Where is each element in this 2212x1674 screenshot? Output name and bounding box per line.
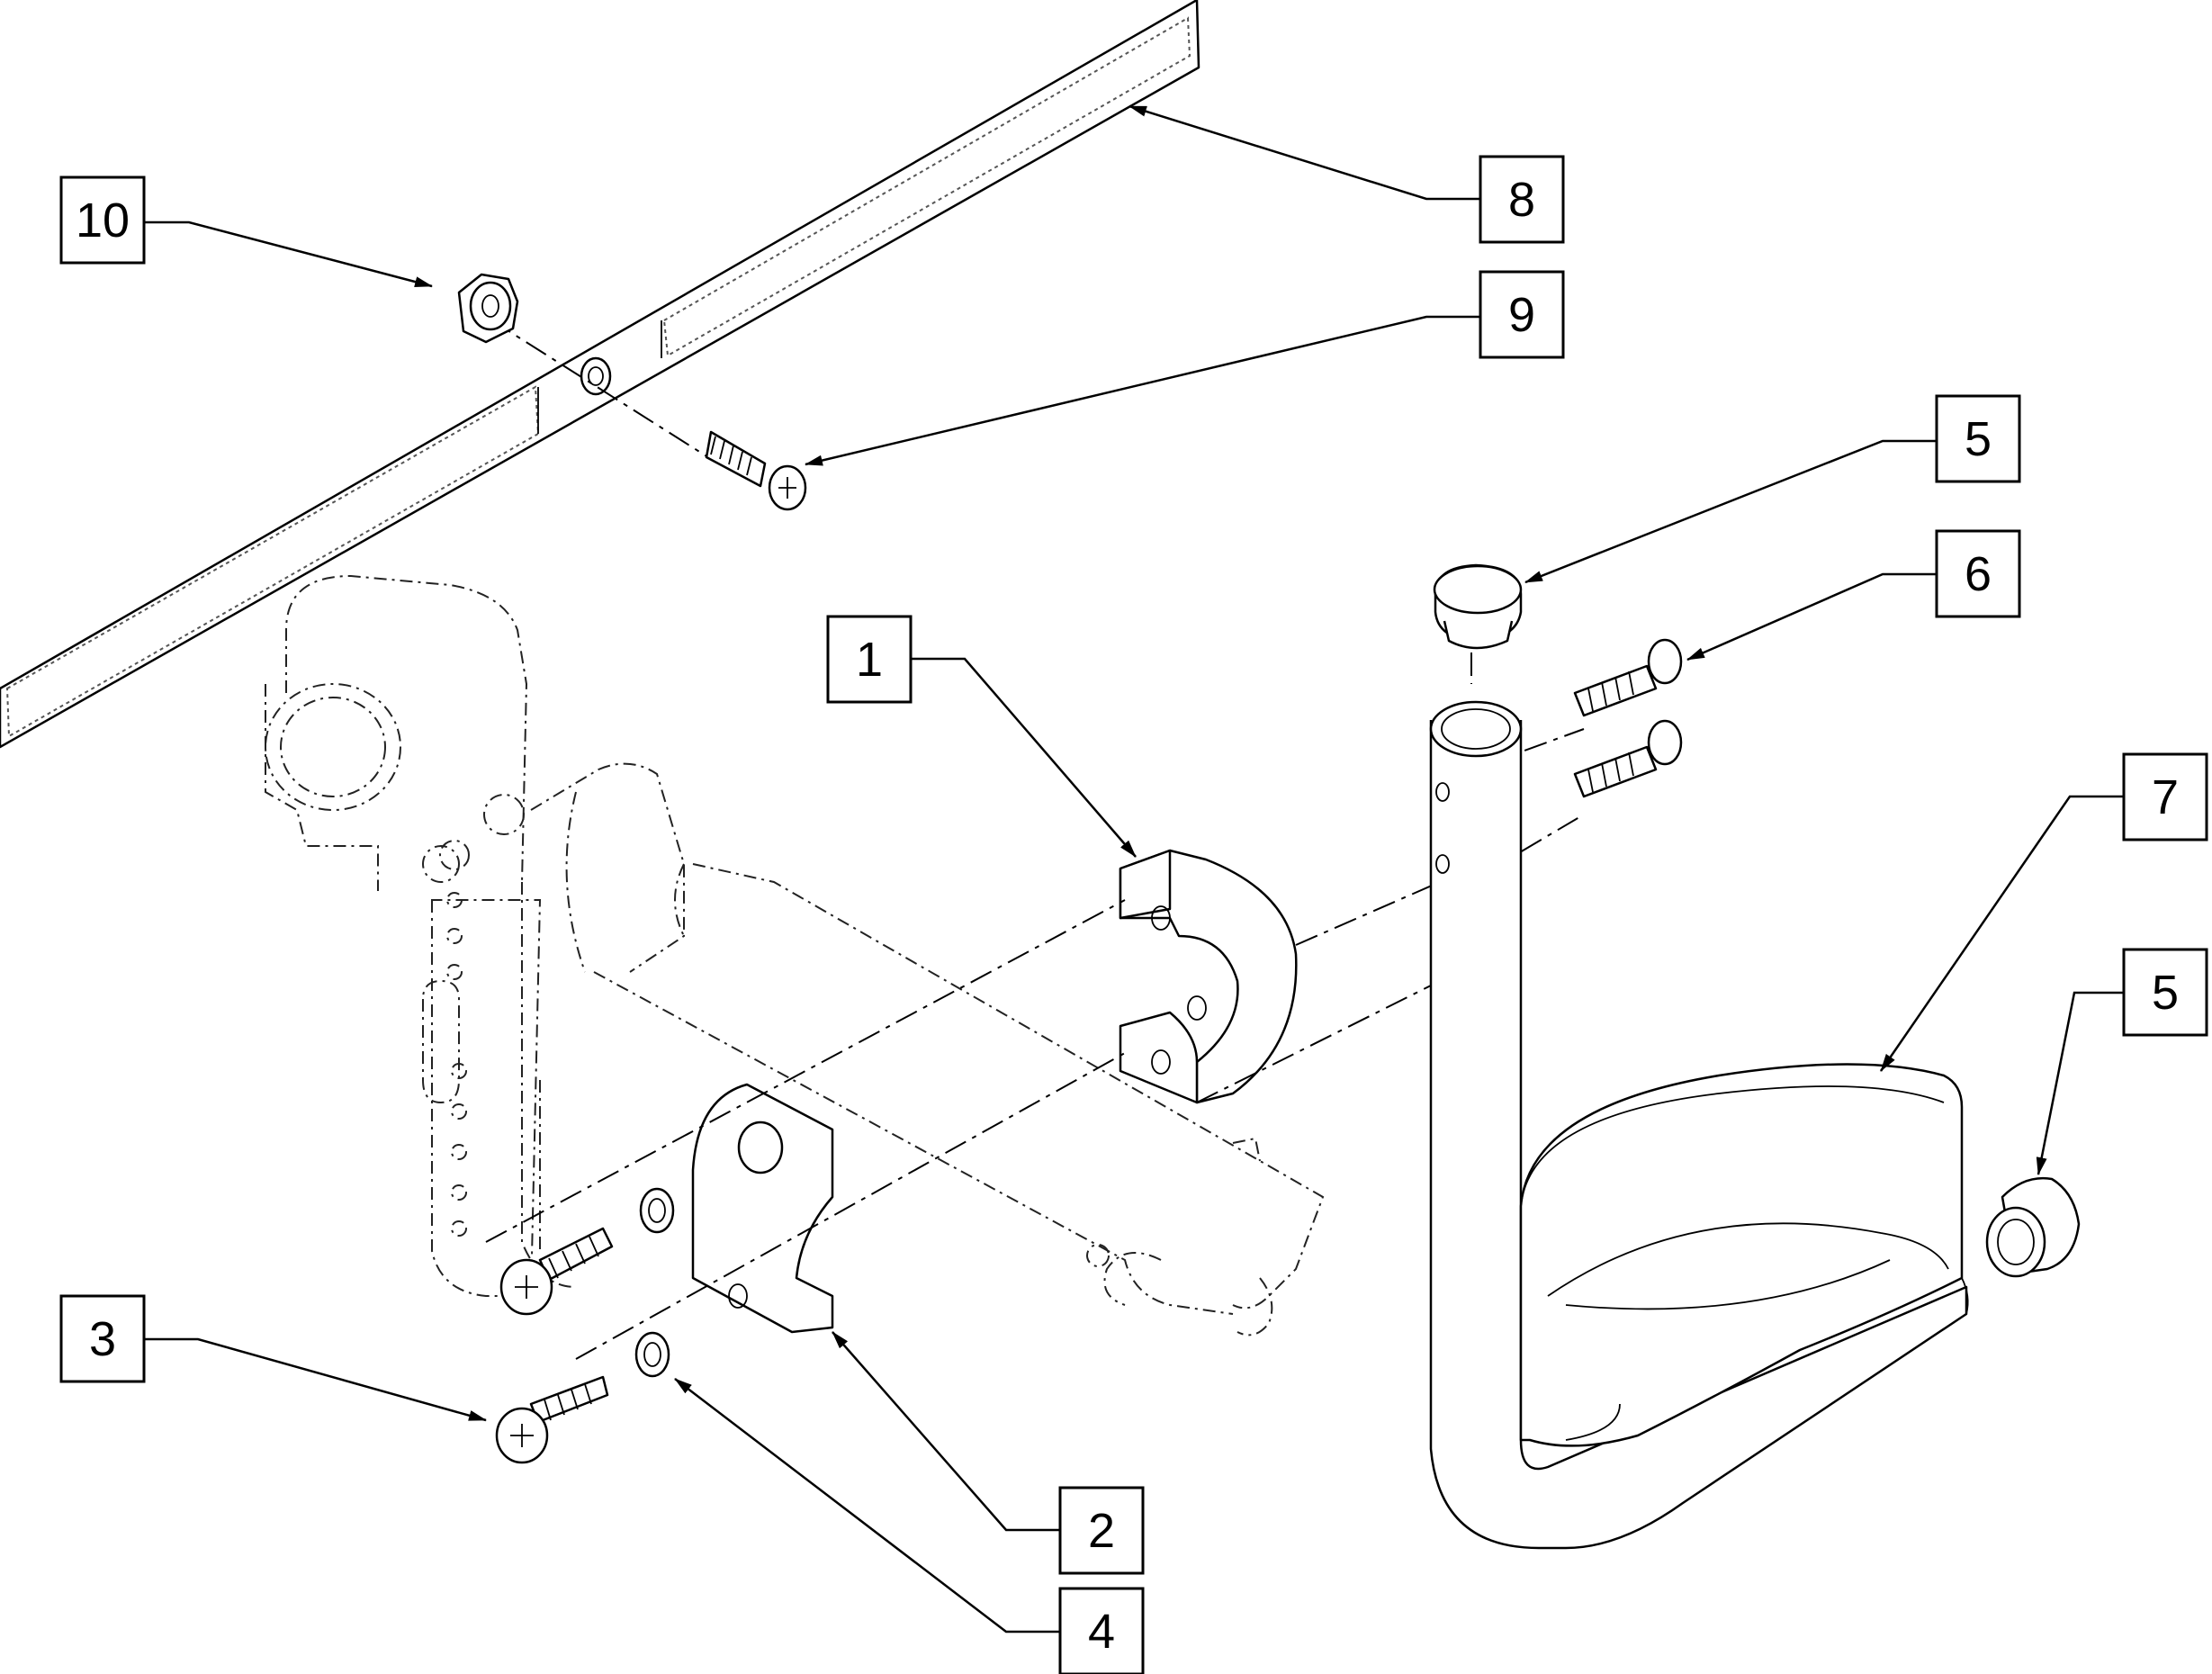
tube-end-cap-top xyxy=(1433,563,1523,650)
lock-washer-upper xyxy=(639,1187,675,1234)
callout-5-side-label: 5 xyxy=(2152,966,2179,1020)
callout-4-label: 4 xyxy=(1088,1605,1115,1659)
socket-head-cap-screw xyxy=(495,1375,609,1464)
callout-10-label: 10 xyxy=(76,194,130,248)
lock-washer xyxy=(634,1331,670,1378)
callout-3: 3 xyxy=(59,1294,487,1422)
callout-9: 9 xyxy=(805,270,1565,466)
callout-8-label: 8 xyxy=(1508,173,1535,227)
callout-1: 1 xyxy=(826,615,1137,858)
callout-2-label: 2 xyxy=(1088,1504,1115,1558)
mounting-screws xyxy=(1573,638,1683,798)
callout-10: 10 xyxy=(59,176,433,288)
callout-5-top: 5 xyxy=(1524,394,2021,584)
callouts: 10 8 9 5 6 1 xyxy=(59,104,2208,1674)
callout-6: 6 xyxy=(1686,529,2021,662)
inner-clamp-half xyxy=(1119,849,1298,1104)
callout-5-side: 5 xyxy=(2036,948,2208,1175)
socket-head-screw-upper xyxy=(499,1227,614,1316)
callout-5-top-label: 5 xyxy=(1965,412,1992,466)
footplate xyxy=(1519,1063,1969,1447)
callout-8: 8 xyxy=(1128,104,1565,244)
callout-1-label: 1 xyxy=(856,633,883,687)
tube-end-cap-side xyxy=(1985,1176,2081,1278)
callout-4: 4 xyxy=(674,1378,1145,1674)
callout-6-label: 6 xyxy=(1965,547,1992,601)
callout-2: 2 xyxy=(832,1331,1145,1575)
callout-3-label: 3 xyxy=(89,1312,116,1366)
callout-7: 7 xyxy=(1879,752,2208,1072)
hex-nut xyxy=(457,273,519,344)
footrest-hanger-tube xyxy=(1429,700,1968,1550)
frame-receiver-phantom xyxy=(265,574,1325,1336)
strap-screw xyxy=(705,430,807,511)
calf-strap xyxy=(0,0,1200,749)
outer-clamp-half xyxy=(691,1083,834,1334)
callout-7-label: 7 xyxy=(2152,770,2179,824)
callout-9-label: 9 xyxy=(1508,288,1535,342)
